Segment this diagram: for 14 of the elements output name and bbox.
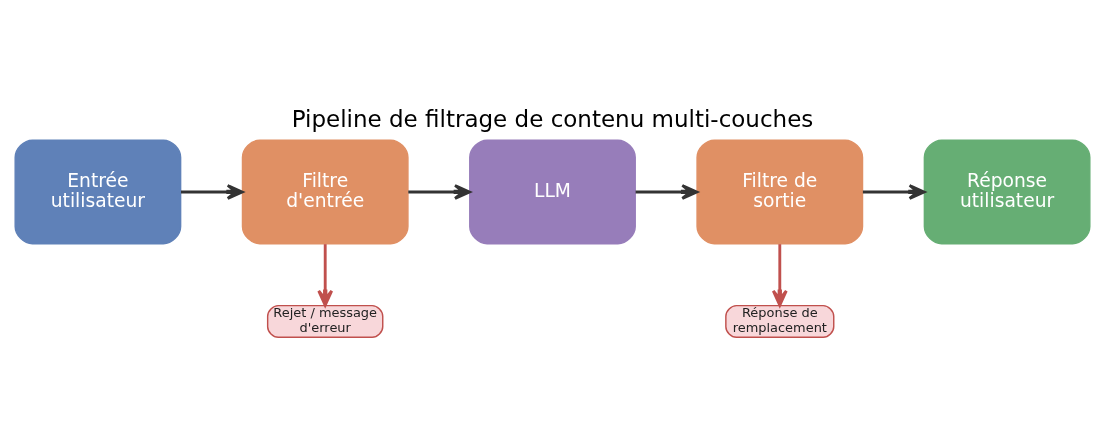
node-box: Rejet / message d'erreur bbox=[266, 304, 384, 338]
node-box: Entrée utilisateur bbox=[14, 138, 182, 244]
arrow bbox=[771, 243, 788, 307]
arrow bbox=[181, 183, 244, 200]
arrow bbox=[862, 183, 926, 200]
node-box: Filtre d'entrée bbox=[241, 138, 409, 244]
arrow bbox=[317, 243, 334, 307]
node-box: LLM bbox=[469, 138, 636, 244]
diagram-title: Pipeline de filtrage de contenu multi-couches bbox=[291, 105, 814, 132]
node-box: Filtre de sortie bbox=[696, 138, 864, 244]
arrow bbox=[635, 183, 699, 200]
node-box: Réponse de remplacement bbox=[725, 304, 835, 338]
node-box: Réponse utilisateur bbox=[923, 138, 1091, 244]
arrow bbox=[408, 183, 471, 200]
